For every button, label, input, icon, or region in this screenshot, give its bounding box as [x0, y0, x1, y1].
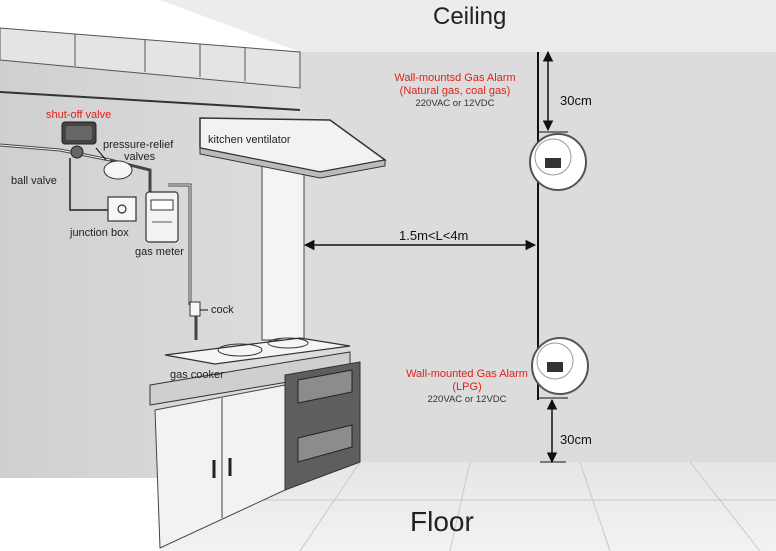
gas-meter-device	[145, 191, 179, 243]
top-alarm-power: 220VAC or 12VDC	[415, 98, 495, 109]
control-wire	[69, 158, 108, 211]
bottom-clearance-label: 30cm	[560, 432, 592, 447]
floor-surface	[160, 462, 776, 551]
pressure-relief-label: pressure-relief	[103, 139, 174, 151]
bottom-alarm-title: Wall-mounted Gas Alarm	[406, 368, 528, 380]
ceiling-surface	[0, 0, 776, 52]
floor-tiles	[230, 461, 776, 551]
gas-cooker-label: gas cooker	[170, 369, 224, 381]
shutoff-valve-device	[61, 121, 97, 159]
ball-valve-label: ball valve	[11, 175, 57, 187]
ventilator-duct	[261, 154, 305, 341]
top-alarm-gas: (Natural gas, coal gas)	[399, 85, 511, 97]
shutoff-valve-label: shut-off valve	[46, 109, 112, 121]
pressure-relief-valve	[103, 160, 133, 180]
bottom-alarm-gas: (LPG)	[452, 381, 482, 393]
kitchen-ventilator-label: kitchen ventilator	[208, 134, 291, 146]
bottom-alarm-caption: Wall-mounted Gas Alarm (LPG) 220VAC or 1…	[392, 368, 542, 405]
cock-label: cock	[211, 304, 234, 316]
top-alarm-caption: Wall-mountsd Gas Alarm (Natural gas, coa…	[380, 72, 530, 109]
top-alarm-title: Wall-mountsd Gas Alarm	[394, 72, 516, 84]
upper-cabinets	[0, 27, 301, 89]
junction-box-label: junction box	[70, 227, 129, 239]
ceiling-label: Ceiling	[433, 3, 507, 30]
valves-label: valves	[124, 151, 156, 163]
floor-label: Floor	[410, 506, 474, 537]
lower-cabinets	[149, 351, 361, 549]
cock-valve	[189, 301, 201, 317]
junction-box-device	[107, 196, 137, 222]
top-clearance-label: 30cm	[560, 93, 592, 108]
bottom-gas-alarm-device	[531, 337, 589, 395]
gas-meter-label: gas meter	[135, 246, 184, 258]
gas-cooker-unit	[164, 337, 351, 365]
leader-lines	[95, 147, 208, 311]
kitchen-ventilator-hood	[199, 117, 387, 179]
bottom-alarm-power: 220VAC or 12VDC	[427, 394, 507, 405]
top-gas-alarm-device	[529, 133, 587, 191]
shelf-line	[0, 91, 301, 111]
distance-label: 1.5m<L<4m	[399, 228, 469, 243]
